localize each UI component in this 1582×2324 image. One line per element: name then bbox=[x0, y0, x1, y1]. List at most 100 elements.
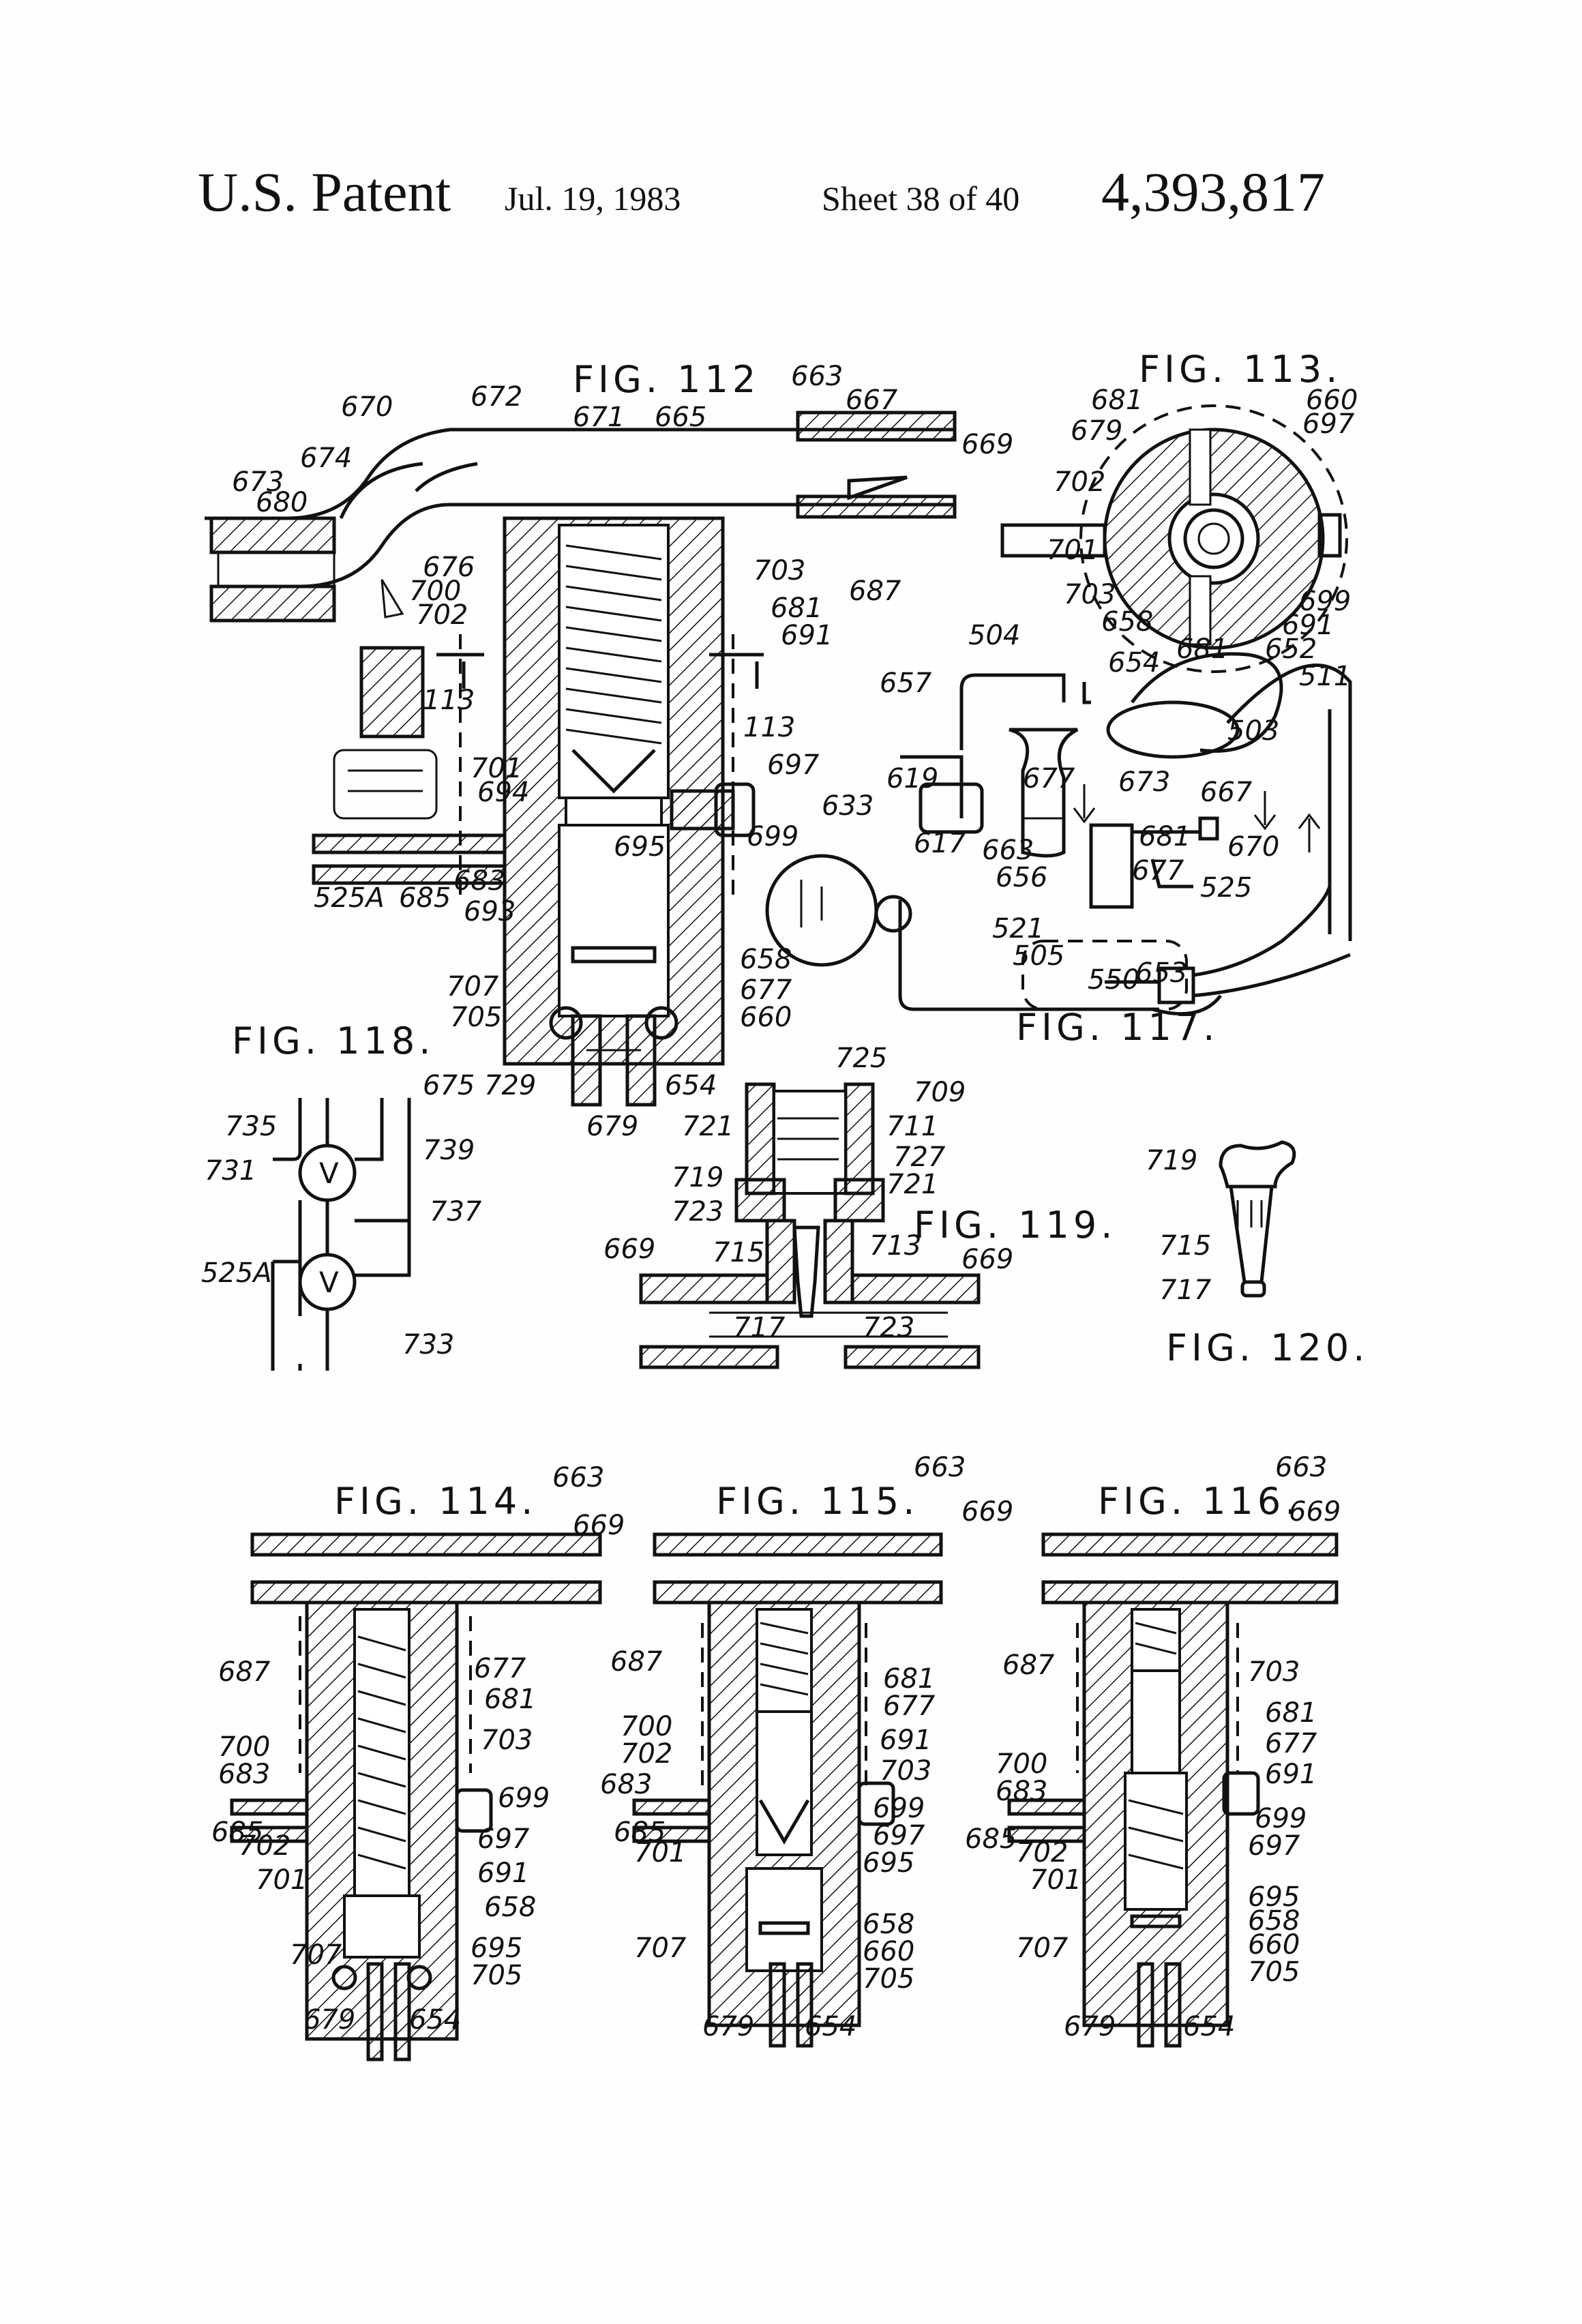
reference-numeral: 681 bbox=[1265, 1697, 1317, 1729]
reference-numeral: 511 bbox=[1299, 661, 1351, 692]
reference-numeral: 619 bbox=[886, 763, 938, 794]
reference-numeral: 711 bbox=[886, 1111, 938, 1142]
reference-numeral: 669 bbox=[961, 1244, 1013, 1275]
reference-numeral: 679 bbox=[1064, 2011, 1116, 2042]
reference-numeral: 687 bbox=[610, 1646, 663, 1678]
reference-numeral: 701 bbox=[1047, 535, 1099, 566]
reference-numeral: 657 bbox=[880, 668, 932, 699]
reference-numeral: 663 bbox=[552, 1462, 604, 1493]
reference-numeral: 503 bbox=[1227, 715, 1279, 747]
reference-numeral: 617 bbox=[914, 828, 966, 859]
reference-numeral: 693 bbox=[464, 896, 516, 927]
reference-numeral: 685 bbox=[399, 882, 451, 914]
reference-numeral: 715 bbox=[1159, 1230, 1211, 1262]
fig-120-title: FIG. 120. bbox=[1166, 1326, 1369, 1369]
reference-numeral: 723 bbox=[863, 1312, 914, 1343]
reference-numeral: 665 bbox=[655, 402, 706, 433]
reference-numeral: 719 bbox=[672, 1162, 723, 1193]
reference-numeral: 677 bbox=[1023, 763, 1075, 794]
reference-numeral: 673 bbox=[1118, 766, 1170, 798]
reference-numeral: 663 bbox=[914, 1452, 966, 1483]
reference-numeral: 670 bbox=[341, 391, 393, 423]
reference-numeral: 667 bbox=[846, 385, 898, 416]
reference-numeral: 694 bbox=[477, 777, 529, 808]
reference-numeral: 653 bbox=[1135, 957, 1187, 989]
reference-numeral: 683 bbox=[600, 1769, 652, 1800]
reference-numeral: 677 bbox=[474, 1653, 526, 1684]
reference-numeral: 654 bbox=[409, 2004, 461, 2036]
reference-numeral: 731 bbox=[205, 1155, 256, 1187]
fig-119-title: FIG. 119. bbox=[914, 1204, 1116, 1247]
reference-numeral: 681 bbox=[484, 1684, 536, 1715]
valve-symbol-lower: V bbox=[319, 1266, 339, 1299]
reference-numeral: 703 bbox=[880, 1755, 931, 1787]
reference-numeral: 715 bbox=[713, 1237, 764, 1268]
reference-numeral: 725 bbox=[835, 1043, 887, 1074]
reference-numeral: 701 bbox=[256, 1864, 308, 1896]
reference-numeral: 677 bbox=[883, 1690, 936, 1722]
reference-numeral: 697 bbox=[767, 749, 820, 781]
reference-numeral: 717 bbox=[1159, 1275, 1212, 1306]
reference-numeral: 679 bbox=[1071, 415, 1122, 447]
reference-numeral: 703 bbox=[753, 555, 805, 586]
reference-numeral: 658 bbox=[484, 1892, 536, 1923]
reference-numeral: 691 bbox=[781, 620, 833, 651]
fig-114-title: FIG. 114. bbox=[334, 1480, 537, 1523]
reference-numeral: 672 bbox=[471, 381, 522, 413]
reference-numeral: 737 bbox=[430, 1196, 482, 1227]
reference-numeral: 705 bbox=[863, 1963, 914, 1995]
reference-numeral: 735 bbox=[225, 1111, 277, 1142]
reference-numeral: 674 bbox=[300, 443, 352, 474]
reference-numeral: 697 bbox=[1248, 1830, 1300, 1862]
reference-numeral: 707 bbox=[634, 1933, 687, 1964]
reference-numeral: 660 bbox=[740, 1002, 792, 1033]
valve-symbol-upper: V bbox=[319, 1157, 339, 1190]
reference-numeral: 702 bbox=[239, 1830, 290, 1862]
reference-numeral: 729 bbox=[484, 1070, 536, 1101]
fig-115-title: FIG. 115. bbox=[716, 1480, 919, 1523]
fig-120-drawing bbox=[1221, 1142, 1294, 1296]
fig-113-title: FIG. 113. bbox=[1139, 348, 1341, 391]
reference-numeral: 699 bbox=[747, 821, 799, 852]
reference-numeral: 723 bbox=[672, 1196, 723, 1227]
reference-numeral: 697 bbox=[1302, 408, 1355, 440]
reference-numeral: 113 bbox=[423, 685, 475, 716]
fig-118-labels: 675 729 735 739 731 737 525A 733 bbox=[201, 1070, 536, 1360]
reference-numeral: 733 bbox=[402, 1329, 454, 1360]
fig-112-title: FIG. 112 bbox=[573, 358, 760, 401]
reference-numeral: 654 bbox=[1183, 2011, 1235, 2042]
reference-numeral: 691 bbox=[880, 1725, 931, 1756]
reference-numeral: 707 bbox=[290, 1939, 342, 1971]
reference-numeral: 113 bbox=[743, 712, 795, 743]
reference-numeral: 679 bbox=[303, 2004, 355, 2036]
reference-numeral: 721 bbox=[682, 1111, 734, 1142]
reference-numeral: 695 bbox=[614, 831, 666, 863]
reference-numeral: 681 bbox=[1176, 634, 1228, 665]
fig-120-labels: 719 715 717 bbox=[1146, 1145, 1212, 1306]
reference-numeral: 691 bbox=[1265, 1759, 1317, 1790]
reference-numeral: 654 bbox=[805, 2011, 856, 2042]
reference-numeral: 707 bbox=[1016, 1933, 1069, 1964]
reference-numeral: 675 bbox=[423, 1070, 475, 1101]
fig-116-title: FIG. 116. bbox=[1098, 1480, 1300, 1523]
reference-numeral: 670 bbox=[1227, 831, 1279, 863]
reference-numeral: 721 bbox=[886, 1169, 938, 1200]
reference-numeral: 705 bbox=[471, 1960, 522, 1991]
reference-numeral: 504 bbox=[968, 620, 1020, 651]
reference-numeral: 687 bbox=[849, 576, 901, 607]
reference-numeral: 685 bbox=[965, 1823, 1017, 1855]
reference-numeral: 719 bbox=[1146, 1145, 1197, 1176]
reference-numeral: 702 bbox=[621, 1738, 672, 1770]
reference-numeral: 525A bbox=[314, 882, 385, 914]
reference-numeral: 701 bbox=[634, 1837, 686, 1868]
reference-numeral: 683 bbox=[453, 865, 505, 897]
reference-numeral: 656 bbox=[996, 862, 1047, 893]
fig-117-title: FIG. 117. bbox=[1016, 1006, 1219, 1049]
reference-numeral: 683 bbox=[218, 1759, 270, 1790]
reference-numeral: 525 bbox=[1200, 872, 1252, 904]
reference-numeral: 671 bbox=[573, 402, 625, 433]
reference-numeral: 658 bbox=[1101, 606, 1153, 638]
reference-numeral: 681 bbox=[1139, 821, 1191, 852]
reference-numeral: 667 bbox=[1200, 777, 1253, 808]
